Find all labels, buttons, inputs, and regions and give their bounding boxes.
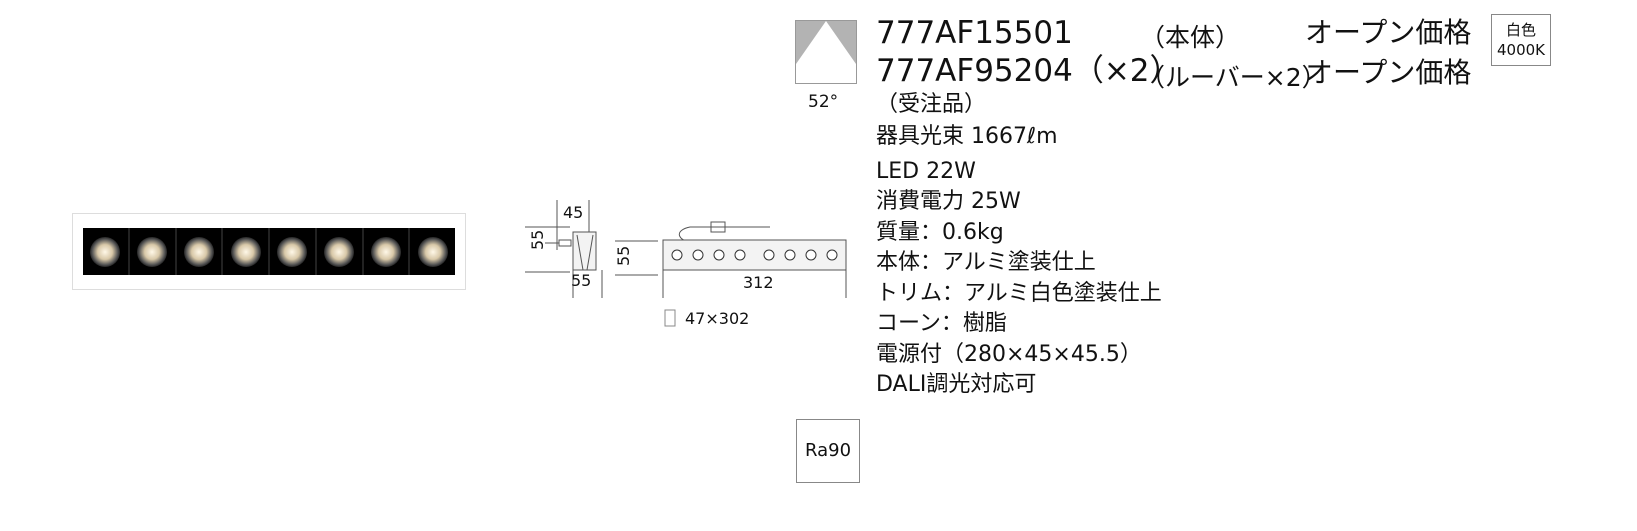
order-note: （受注品） [876,92,987,117]
led-lens-icon [90,236,121,267]
dimension-drawing: 45 55 55 55 312 47×302 [525,200,847,328]
spec-cone: コーン：樹脂 [876,311,1007,336]
led-lens-icon [277,236,308,267]
model-price-2: オープン価格 [1305,56,1472,89]
ra-badge: Ra90 [796,419,860,483]
dim-width-top: 45 [563,203,583,222]
spec-dimming: DALI調光対応可 [876,372,1037,397]
led-lens-icon [324,236,355,267]
led-lens-icon [183,236,214,267]
color-temp: 4000K [1496,41,1545,59]
color-badge: 白色 4000K [1491,14,1551,66]
led-lens-icon [230,236,261,267]
cutout-icon [664,309,676,327]
model-note-1: （本体） [1140,23,1241,52]
spec-body: 本体：アルミ塗装仕上 [876,250,1096,275]
spec-led: LED 22W [876,158,976,184]
spec-power-supply: 電源付（280×45×45.5） [876,341,1142,367]
dim-cutout: 47×302 [685,309,749,328]
dim-height-side: 55 [614,246,633,266]
spec-trim: トリム：アルミ白色塗装仕上 [876,280,1162,306]
spec-lumen: 器具光束 1667ℓm [876,124,1058,149]
spec-weight: 質量：0.6kg [876,219,1004,245]
model-note-2: （ルーバー×2） [1140,63,1327,92]
model-code-1: 777AF15501 [876,15,1073,51]
beam-angle-icon [795,20,857,84]
beam-angle: 52° [808,92,839,112]
spec-power: 消費電力 25W [876,189,1021,214]
led-lens-icon [370,236,401,267]
dim-length: 312 [743,273,774,292]
product-photo [72,213,466,290]
spec-list: 器具光束 1667ℓm LED 22W 消費電力 25W 質量：0.6kg 本体… [876,122,1162,401]
dim-width-bottom: 55 [571,271,591,290]
color-name: 白色 [1505,21,1536,39]
model-price-1: オープン価格 [1305,16,1472,49]
led-lens-icon [137,236,168,267]
led-lens-icon [417,236,448,267]
model-code-2: 777AF95204（×2） [876,53,1181,89]
dim-height-left: 55 [528,230,547,250]
